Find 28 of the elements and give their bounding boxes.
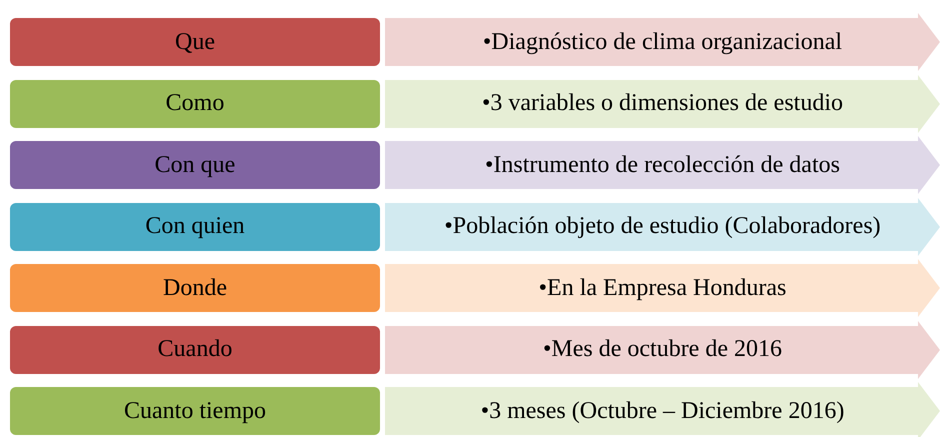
arrow-shape (385, 320, 940, 378)
arrow-shape (385, 74, 940, 132)
label-box (10, 264, 380, 312)
bullet-text: •3 meses (Octubre – Diciembre 2016) (480, 398, 844, 424)
bullet-text: •3 variables o dimensiones de estudio (482, 90, 843, 117)
row-label: Donde (163, 274, 227, 302)
label-box (10, 326, 380, 374)
bullet-text: •Población objeto de estudio (Colaboradores) (444, 213, 881, 240)
label-box (10, 18, 380, 66)
row-label: Que (175, 28, 215, 56)
label-box (10, 202, 380, 250)
label-box (10, 141, 380, 189)
arrow-shape (385, 198, 940, 256)
row-label: Con que (154, 152, 236, 178)
bullet-text: •Diagnóstico de clima organizacional (482, 28, 842, 56)
bullet-text: •En la Empresa Honduras (538, 274, 786, 302)
arrow-shape (385, 136, 940, 194)
bullet-text: •Instrumento de recolección de datos (485, 152, 840, 178)
label-box (10, 80, 380, 128)
row-label: Cuanto tiempo (124, 398, 266, 424)
bullet-text: •Mes de octubre de 2016 (542, 336, 782, 363)
row-label: Como (166, 90, 224, 117)
arrow-shape (385, 13, 940, 71)
row-label: Cuando (158, 336, 232, 363)
arrow-shape (385, 382, 940, 437)
row-label: Con quien (145, 213, 245, 240)
arrow-shape (385, 259, 940, 317)
label-box (10, 387, 380, 435)
